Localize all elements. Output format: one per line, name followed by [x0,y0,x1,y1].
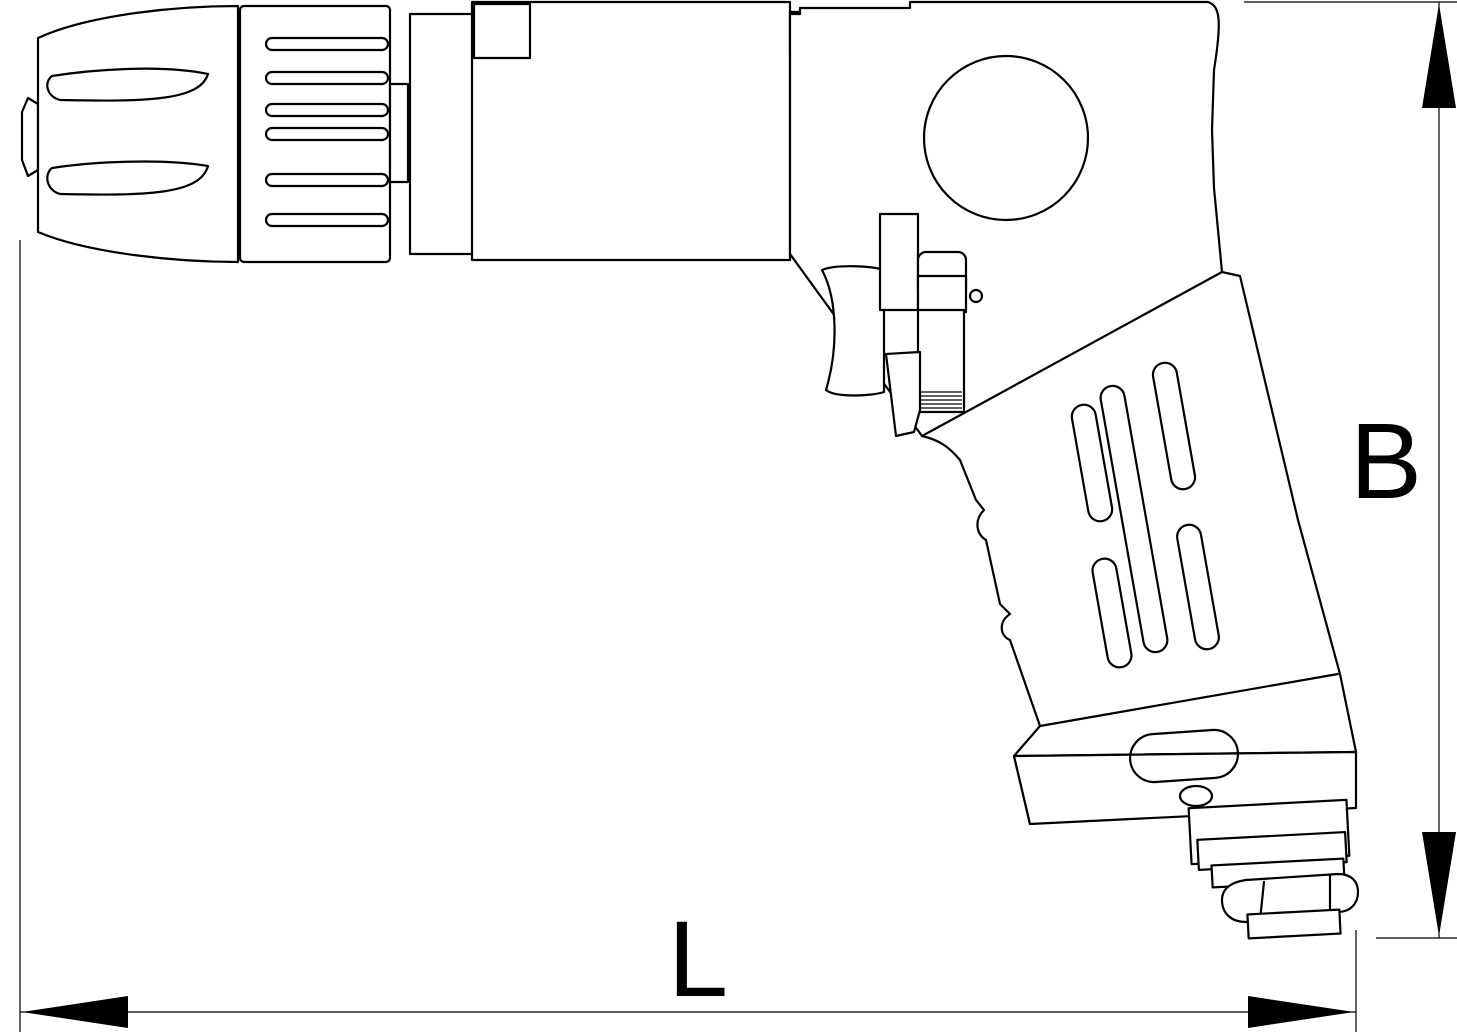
chuck-front-sleeve [36,4,240,264]
air-motor-cap [922,54,1090,222]
chuck-tip [20,96,40,178]
drill-chuck [20,4,410,264]
motor-housing [408,0,916,262]
arrowhead-bottom [1422,832,1456,936]
dimension-height: B [1244,1,1457,939]
dimension-length: L [19,240,1357,1032]
handle-vent-slots [1070,361,1220,669]
air-inlet-assembly [1012,728,1360,940]
trigger-valve [916,308,966,414]
arrowhead-left [22,996,128,1028]
chuck-grip-ribs [264,36,390,228]
arrowhead-top [1422,4,1456,108]
trigger-lever [820,265,886,397]
arrowhead-right [1248,996,1354,1028]
height-label: B [1350,400,1422,521]
chuck-collar [388,82,410,184]
chuck-rear-sleeve [238,4,392,264]
trigger [820,212,984,438]
gear-housing [470,0,792,262]
trigger-threads [920,391,962,413]
exhaust-slot [1128,728,1240,784]
length-label: L [668,898,728,1019]
